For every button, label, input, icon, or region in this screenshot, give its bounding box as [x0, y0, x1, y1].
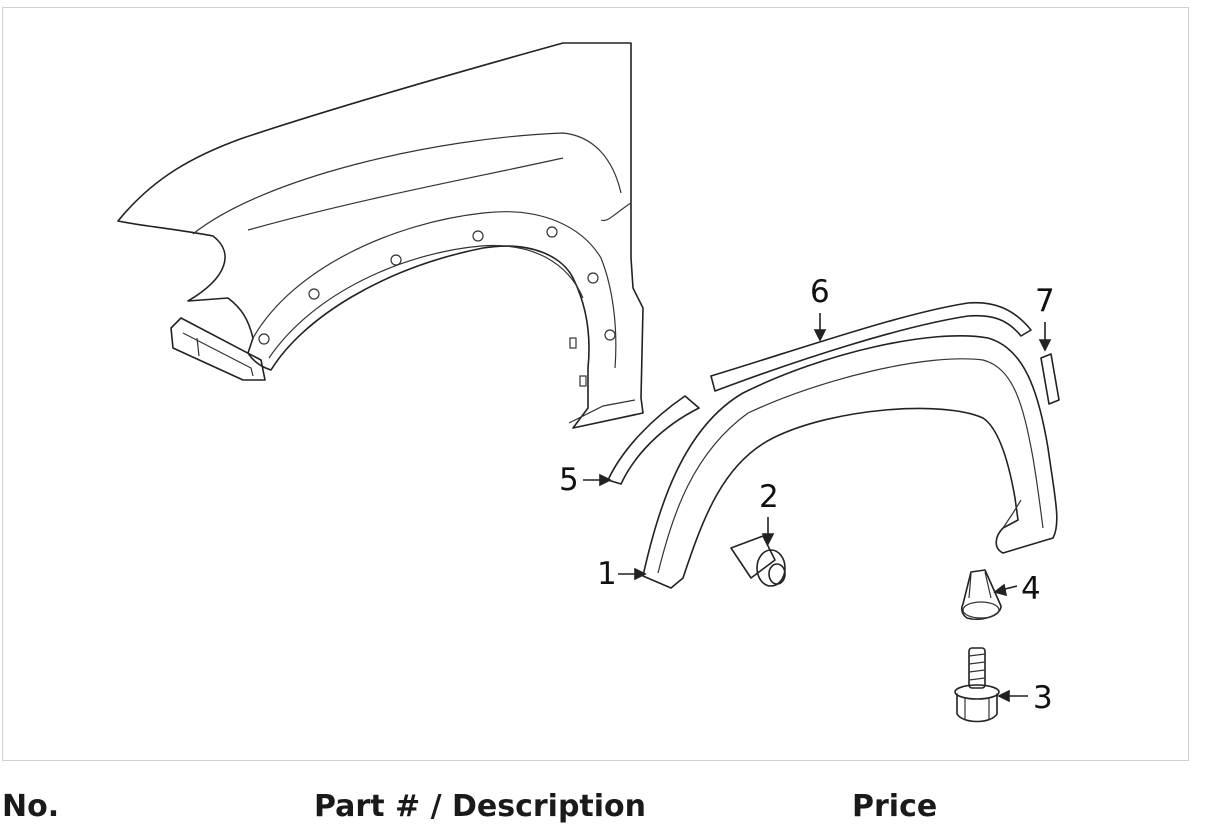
part-4-retainer: [961, 569, 1002, 621]
callout-2: 2: [759, 479, 779, 515]
callout-4: 4: [1021, 571, 1041, 607]
callout-7: 7: [1035, 283, 1055, 319]
part-3-bolt: [954, 647, 1000, 723]
callout-arrows: [583, 313, 1052, 703]
callout-6: 6: [810, 274, 830, 310]
callout-5: 5: [559, 462, 579, 498]
callout-3: 3: [1033, 680, 1053, 716]
parts-diagram-svg: 1 2 3 4 5 6 7: [117, 42, 1060, 723]
part-5-moulding: [607, 395, 700, 485]
callout-1: 1: [597, 556, 617, 592]
part-2-clip: [730, 535, 786, 587]
column-header-part-description: Part # / Description: [314, 789, 647, 824]
parts-diagram: 1 2 3 4 5 6 7: [2, 7, 1189, 761]
column-header-no: No.: [2, 789, 60, 824]
fender-panel: [117, 42, 644, 429]
parts-table-header: No. Part # / Description Price: [0, 783, 1211, 831]
part-6-moulding: [710, 301, 1032, 392]
part-1-fender-flare: [642, 335, 1058, 589]
part-7-moulding: [1040, 353, 1060, 405]
column-header-price: Price: [852, 789, 938, 824]
